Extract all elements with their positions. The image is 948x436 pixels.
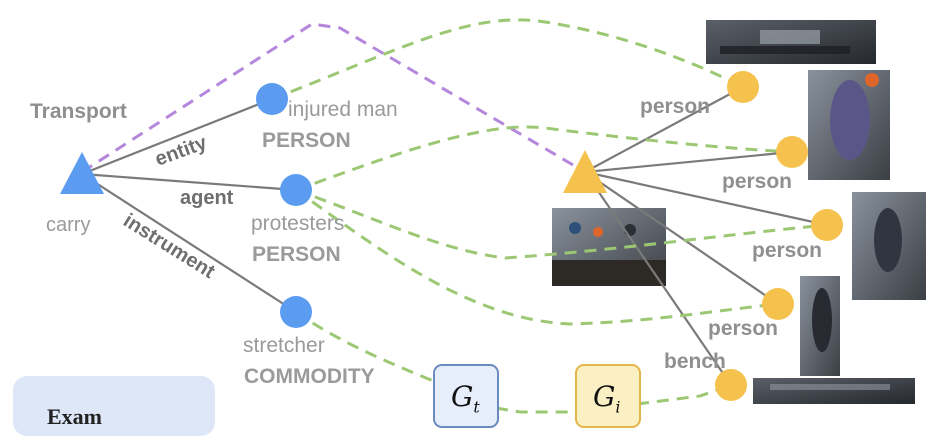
text-graph-box: Gt xyxy=(433,364,499,428)
image-arg-label-2: person xyxy=(722,170,792,193)
image-arg-node-4 xyxy=(762,288,794,320)
role-label-entity: entity xyxy=(152,131,210,170)
photo-bench xyxy=(753,378,915,404)
entity-node xyxy=(256,83,288,115)
trigger-node-triangle xyxy=(60,152,104,194)
text-graph-symbol: G xyxy=(451,380,474,413)
edge-agent xyxy=(81,172,297,192)
image-event-triangle xyxy=(563,150,607,193)
agent-type: PERSON xyxy=(252,243,341,266)
image-arg-label-4: person xyxy=(708,317,778,340)
image-graph-box: Gi xyxy=(575,364,641,428)
agent-node xyxy=(280,174,312,206)
image-arg-label-1: person xyxy=(640,95,710,118)
event-alignment-line xyxy=(81,22,586,174)
photo-top xyxy=(706,20,876,64)
entity-word: injured man xyxy=(288,98,398,121)
image-arg-node-3 xyxy=(811,209,843,241)
instrument-type: COMMODITY xyxy=(244,365,375,388)
text-edges xyxy=(81,97,297,313)
image-graph-symbol: G xyxy=(593,380,616,413)
photo-standing-man xyxy=(800,276,840,376)
role-label-instrument: instrument xyxy=(119,210,219,284)
example-box: Exam xyxy=(13,376,215,436)
image-arg-node-5 xyxy=(715,369,747,401)
event-type-label: Transport xyxy=(30,100,127,123)
edge-instrument xyxy=(81,173,297,313)
text-graph-subscript: t xyxy=(473,397,480,417)
image-arg-label-3: person xyxy=(752,239,822,262)
agent-word: protesters xyxy=(251,212,344,235)
instrument-node xyxy=(280,296,312,328)
event-graph-diagram: Transport carry entity agent instrument … xyxy=(30,18,926,414)
photo-rescuer xyxy=(808,70,890,180)
photo-runner xyxy=(852,192,926,300)
image-arg-node-2 xyxy=(776,136,808,168)
image-edges xyxy=(584,86,828,386)
entity-type: PERSON xyxy=(262,129,351,152)
instrument-word: stretcher xyxy=(243,334,325,357)
role-label-agent: agent xyxy=(180,187,234,209)
image-arg-node-1 xyxy=(727,71,759,103)
edge-entity xyxy=(81,97,273,176)
trigger-word: carry xyxy=(46,214,90,236)
image-graph-subscript: i xyxy=(615,397,621,417)
example-box-label: Exam xyxy=(47,404,102,429)
photo-scene xyxy=(552,208,666,286)
image-arg-label-5: bench xyxy=(664,350,726,373)
